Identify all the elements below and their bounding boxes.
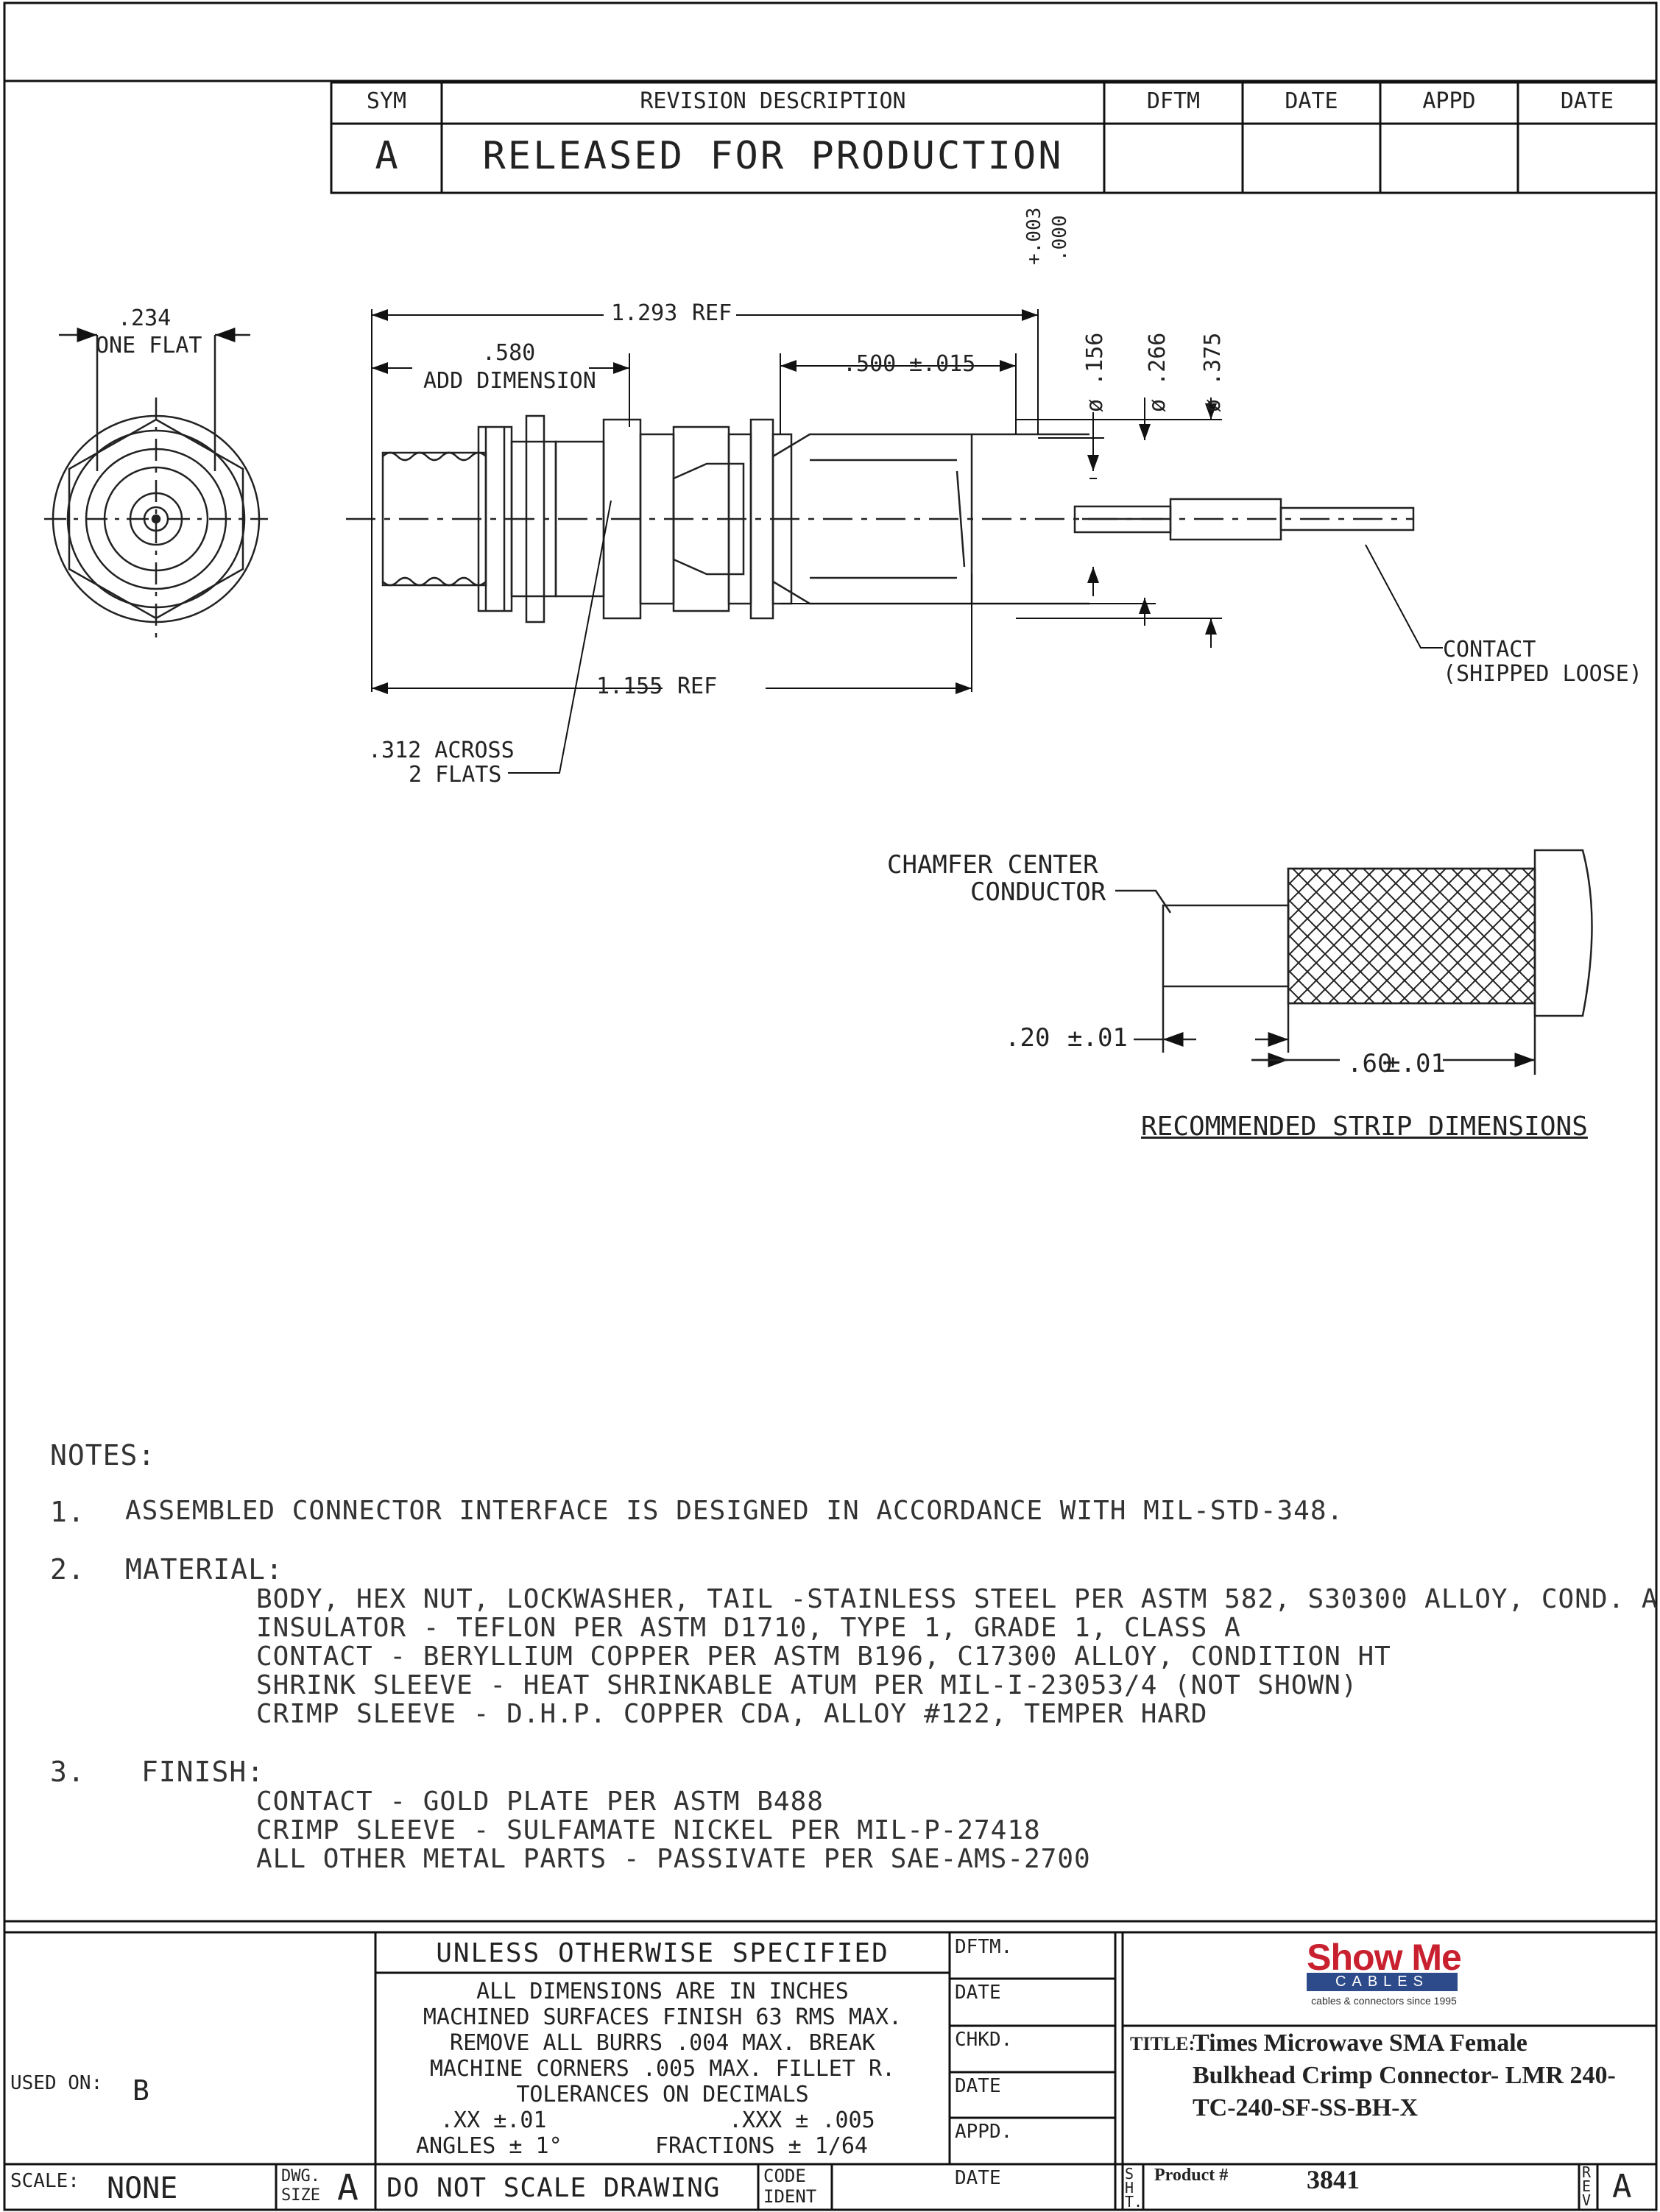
note-3-line: CRIMP SLEEVE - SULFAMATE NICKEL PER MIL-…	[256, 1815, 1041, 1845]
tol-xxx: .XXX ± .005	[729, 2107, 875, 2133]
label-chamfer-conductor: CONDUCTOR	[970, 877, 1106, 907]
dwg-size-label: SIZE	[281, 2186, 320, 2205]
rev-value: A	[1612, 2168, 1632, 2205]
spec-line: REMOVE ALL BURRS .004 MAX. BREAK	[450, 2030, 875, 2056]
side-view-dimension-lines	[371, 309, 1443, 774]
rev-header-appd: APPD	[1422, 88, 1476, 114]
title-block-lines	[4, 1920, 1656, 2210]
dim-strip-20-tol: ±.01	[1067, 1023, 1128, 1053]
note-1-number: 1.	[50, 1496, 85, 1528]
title-line: TC-240-SF-SS-BH-X	[1193, 2094, 1419, 2121]
dwg-size-label: DWG.	[281, 2167, 320, 2186]
sht-label: SHT.	[1125, 2165, 1143, 2211]
rev-header-dftm: DFTM	[1146, 88, 1201, 114]
date-label: DATE	[955, 2075, 1001, 2097]
dim-body-ref: 1.155	[596, 674, 663, 699]
used-on-value: B	[133, 2074, 149, 2107]
dim-tail-length: .500	[843, 351, 897, 377]
dim-across-flats-2: 2 FLATS	[409, 762, 502, 788]
rev-description-value: RELEASED FOR PRODUCTION	[482, 134, 1064, 178]
product-label: Product #	[1154, 2166, 1229, 2185]
dim-overall-ref-suffix: REF	[692, 300, 732, 326]
note-2-line: SHRINK SLEEVE - HEAT SHRINKABLE ATUM PER…	[256, 1670, 1358, 1700]
dim-body-ref-suffix: REF	[677, 674, 718, 699]
dftm-label: DFTM.	[955, 1936, 1013, 1958]
dim-overall-ref: 1.293	[611, 300, 678, 326]
used-on-label: USED ON:	[10, 2072, 103, 2094]
tol-angles: ANGLES ± 1°	[416, 2133, 562, 2159]
notes-heading: NOTES:	[50, 1439, 156, 1471]
dwg-size-value: A	[337, 2167, 359, 2208]
dim-one-flat-label: ONE FLAT	[96, 333, 202, 358]
logo-bar	[1307, 1973, 1458, 1991]
dim-strip-60-tol: ±.01	[1385, 1049, 1446, 1078]
rev-header-date-2: DATE	[1560, 88, 1614, 114]
code-ident-label: CODE	[763, 2166, 806, 2186]
title-line: Bulkhead Crimp Connector- LMR 240-	[1193, 2062, 1616, 2089]
chkd-label: CHKD.	[955, 2029, 1013, 2051]
do-not-scale: DO NOT SCALE DRAWING	[386, 2173, 721, 2203]
unless-specified: UNLESS OTHERWISE SPECIFIED	[436, 1938, 889, 1968]
code-ident-label: IDENT	[763, 2186, 817, 2207]
dim-add-label: ADD DIMENSION	[423, 368, 596, 394]
dim-across-flats-1: .312 ACROSS	[368, 738, 515, 763]
note-2-line: INSULATOR - TEFLON PER ASTM D1710, TYPE …	[256, 1613, 1241, 1643]
dim-dia-266: ø .266	[1145, 332, 1170, 412]
label-chamfer-center: CHAMFER CENTER	[887, 850, 1098, 880]
tol-xx: .XX ±.01	[440, 2107, 547, 2133]
note-2-line: BODY, HEX NUT, LOCKWASHER, TAIL -STAINLE…	[256, 1584, 1659, 1614]
note-3-line: CONTACT - GOLD PLATE PER ASTM B488	[256, 1787, 824, 1817]
dim-dia-375: ø .375	[1200, 332, 1226, 412]
scale-value: NONE	[107, 2172, 178, 2205]
note-2-label: MATERIAL:	[125, 1553, 283, 1586]
note-2-line: CRIMP SLEEVE - D.H.P. COPPER CDA, ALLOY …	[256, 1699, 1208, 1729]
dim-strip-20: .20	[1005, 1023, 1050, 1053]
dim-tol-plus: +.003	[1023, 207, 1045, 265]
title-label: TITLE:	[1130, 2033, 1195, 2054]
label-contact: CONTACT	[1443, 637, 1536, 662]
note-3-label: FINISH:	[141, 1756, 265, 1788]
spec-line: MACHINED SURFACES FINISH 63 RMS MAX.	[423, 2004, 903, 2030]
label-shipped-loose: (SHIPPED LOOSE)	[1443, 661, 1642, 687]
spec-line: ALL DIMENSIONS ARE IN INCHES	[476, 1979, 849, 2004]
dim-dia-156: ø .156	[1082, 332, 1108, 412]
company-logo: Show Me	[1307, 1937, 1462, 1978]
company-logo-sub: CABLES	[1335, 1974, 1429, 1990]
revision-table-lines	[330, 81, 1658, 194]
dim-strip-60: .60	[1347, 1049, 1393, 1078]
end-view	[44, 328, 268, 640]
date-label: DATE	[955, 2167, 1001, 2189]
dim-tol-minus: .000	[1049, 215, 1071, 261]
note-3-line: ALL OTHER METAL PARTS - PASSIVATE PER SA…	[256, 1844, 1091, 1874]
note-1-text: ASSEMBLED CONNECTOR INTERFACE IS DESIGNE…	[125, 1496, 1344, 1526]
date-label: DATE	[955, 1982, 1001, 2004]
note-2-number: 2.	[50, 1553, 85, 1586]
rev-sym-value: A	[375, 134, 398, 178]
strip-caption: RECOMMENDED STRIP DIMENSIONS	[1141, 1112, 1588, 1142]
dim-one-flat-value: .234	[118, 305, 172, 331]
spec-line: MACHINE CORNERS .005 MAX. FILLET R.	[429, 2056, 896, 2082]
dim-add-value: .580	[482, 340, 536, 366]
tol-fractions: FRACTIONS ± 1/64	[655, 2133, 868, 2159]
scale-label: SCALE:	[10, 2170, 80, 2192]
rev-header-sym: SYM	[366, 88, 407, 114]
product-number: 3841	[1307, 2165, 1360, 2194]
rev-header-description: REVISION DESCRIPTION	[640, 88, 906, 114]
company-tagline: cables & connectors since 1995	[1311, 1995, 1457, 2007]
dim-tail-tol: ±.015	[909, 351, 976, 377]
note-3-number: 3.	[50, 1756, 85, 1788]
title-line: Times Microwave SMA Female	[1193, 2029, 1527, 2057]
rev-header-date: DATE	[1285, 88, 1338, 114]
note-2-line: CONTACT - BERYLLIUM COPPER PER ASTM B196…	[256, 1642, 1391, 1672]
strip-dimensions-drawing	[1115, 849, 1593, 1075]
spec-line: TOLERANCES ON DECIMALS	[516, 2082, 809, 2107]
connector-side-view	[346, 414, 1415, 623]
appd-label: APPD.	[955, 2121, 1013, 2143]
rev-label: REV	[1582, 2163, 1592, 2209]
